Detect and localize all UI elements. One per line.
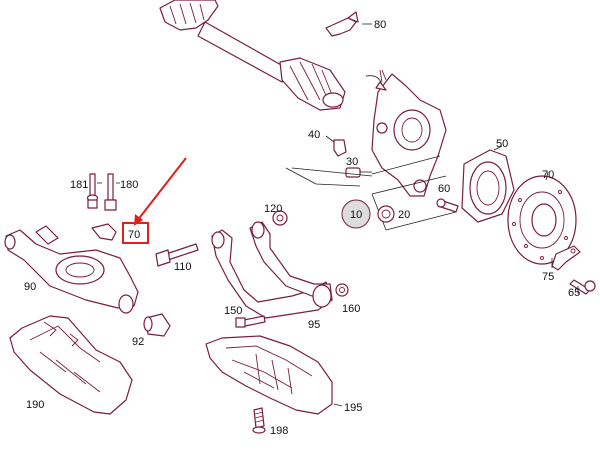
- bolt-150: [235, 315, 266, 328]
- hub-50: [461, 145, 515, 223]
- label-195: 195: [344, 402, 362, 414]
- cover-190: [9, 315, 133, 415]
- label-80: 80: [374, 19, 386, 31]
- label-30: 30: [346, 156, 358, 168]
- label-160: 160: [342, 303, 360, 315]
- bolt-110: [155, 243, 199, 267]
- clip-part: [91, 223, 117, 241]
- label-65: 65: [568, 287, 580, 299]
- label-110: 110: [174, 261, 192, 273]
- label-40: 40: [308, 129, 320, 141]
- bushing-92: [143, 313, 171, 337]
- nut-160: [335, 283, 349, 297]
- screw-198: [252, 407, 266, 434]
- cap-10: [341, 199, 371, 229]
- arm-95: [211, 221, 333, 319]
- highlight-box: [122, 222, 149, 244]
- drive-shaft: [159, 0, 346, 111]
- label-20: 20: [398, 209, 410, 221]
- bracket-80: [325, 11, 372, 37]
- bolt-180: [104, 173, 120, 211]
- label-198: 198: [270, 425, 288, 437]
- label-190: 190: [26, 399, 44, 411]
- bracket-75: [551, 245, 581, 271]
- label-75: 75: [542, 271, 554, 283]
- label-60: 60: [438, 183, 450, 195]
- brake-disc-70: [507, 171, 577, 265]
- label-181: 181: [70, 179, 88, 191]
- label-70-highlighted[interactable]: 70: [128, 229, 140, 241]
- label-150: 150: [224, 305, 242, 317]
- knuckle: [365, 69, 447, 197]
- label-10: 10: [350, 209, 362, 221]
- label-50: 50: [496, 138, 508, 150]
- label-70: 70: [542, 169, 554, 181]
- highlight-arrow: [134, 157, 187, 226]
- label-95: 95: [308, 319, 320, 331]
- label-180: 180: [120, 179, 138, 191]
- nut-20: [377, 205, 395, 223]
- bolt-60: [436, 198, 459, 213]
- label-90: 90: [24, 281, 36, 293]
- control-arm-90: [4, 225, 139, 314]
- cover-195: [205, 335, 343, 415]
- bolt-181: [86, 173, 102, 209]
- label-120: 120: [264, 203, 282, 215]
- nut-120: [272, 210, 288, 226]
- clip-40: [325, 135, 347, 157]
- bolt-65: [569, 279, 596, 295]
- label-92: 92: [132, 336, 144, 348]
